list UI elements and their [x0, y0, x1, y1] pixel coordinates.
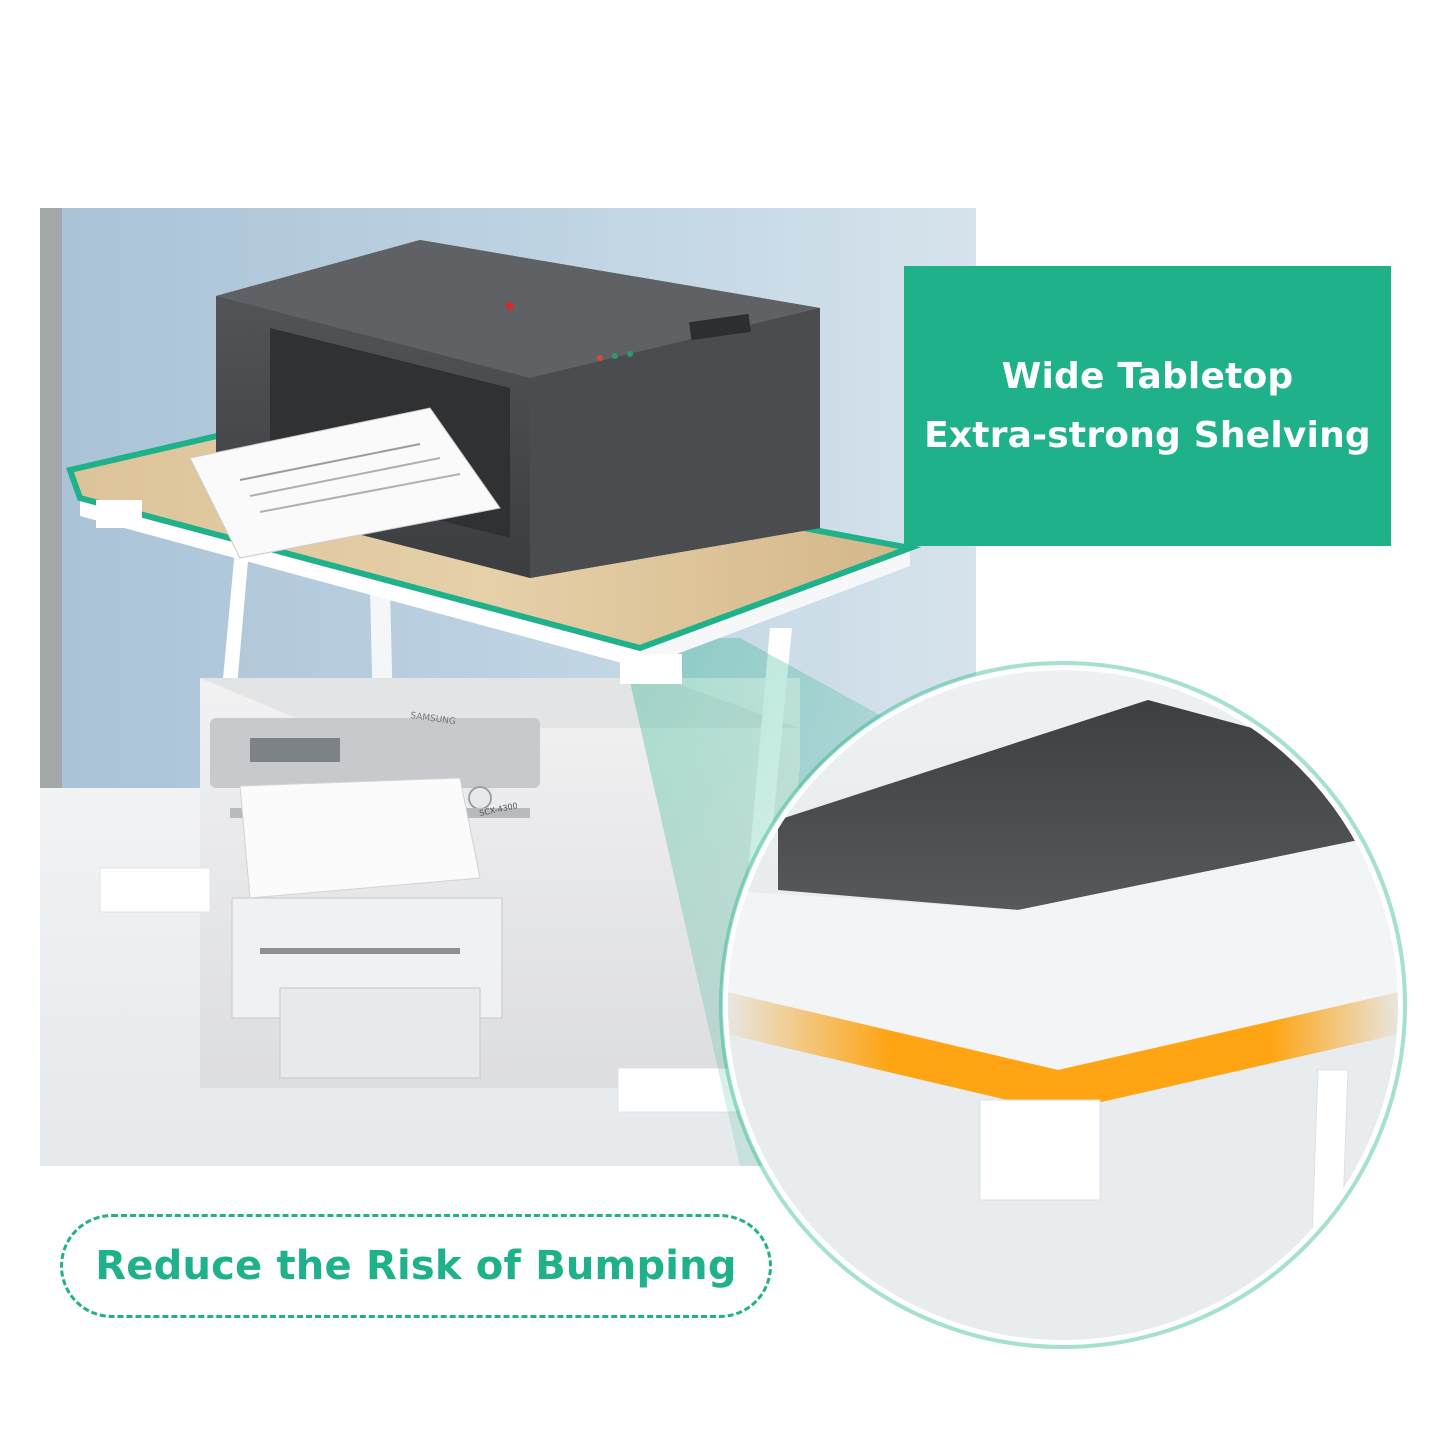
upper-printer [189, 240, 820, 578]
shelf-right-foot [617, 1067, 739, 1113]
magnifier-ring [719, 661, 1407, 1349]
bump-badge: Reduce the Risk of Bumping [60, 1214, 772, 1318]
bump-badge-text: Reduce the Risk of Bumping [95, 1243, 737, 1289]
magnified-board-top [728, 830, 1398, 1070]
magnified-shelf-foot [979, 1099, 1101, 1201]
printed-paper [189, 407, 501, 559]
magnified-orange-edge [728, 990, 1398, 1112]
magnifier-detail [718, 660, 1408, 1350]
headline-line-1: Wide Tabletop [1001, 355, 1294, 397]
headline-box: Wide Tabletop Extra-strong Shelving [904, 266, 1391, 546]
headline-line-2: Extra-strong Shelving [924, 415, 1371, 456]
shelf-left-foot [99, 867, 211, 913]
magnified-printer-base [778, 700, 1398, 910]
